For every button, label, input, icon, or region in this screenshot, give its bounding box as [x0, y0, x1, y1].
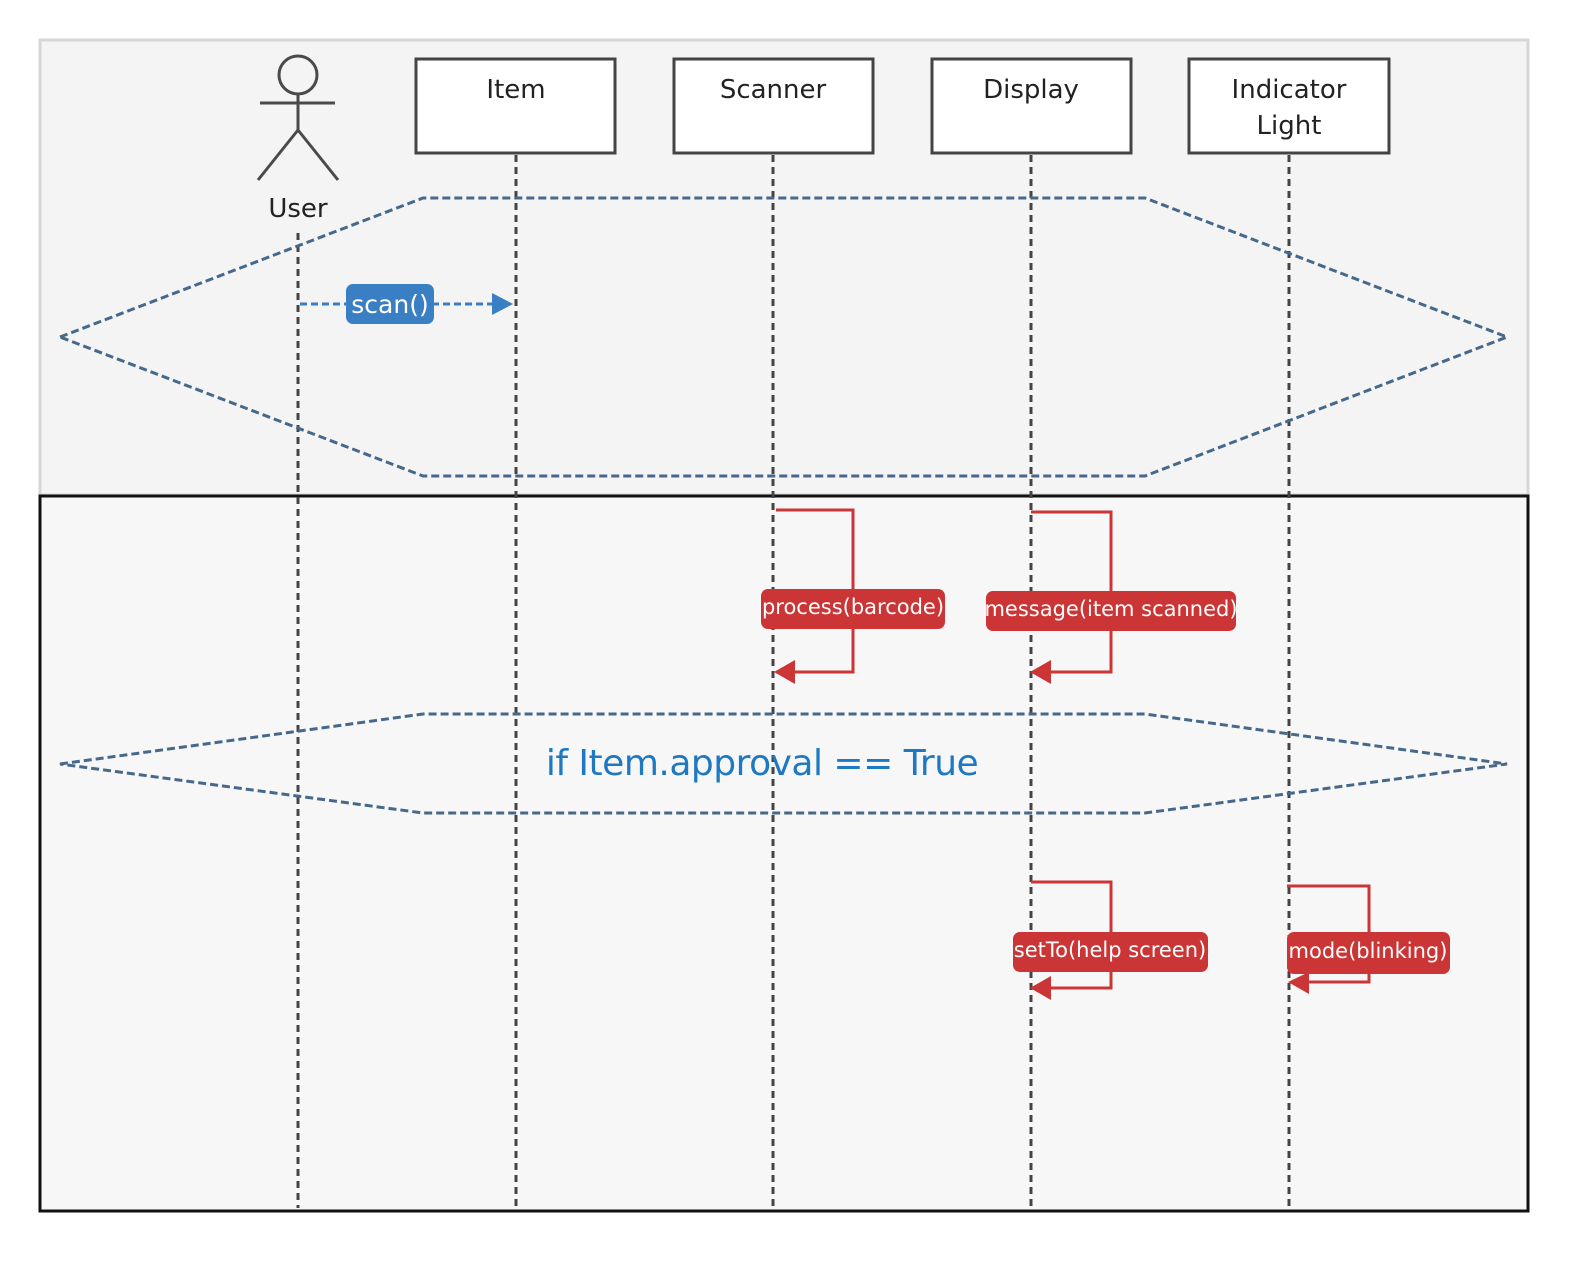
message-label-box [986, 591, 1236, 631]
mode-label-box [1287, 932, 1450, 974]
indicator-label-line2: Light [1257, 111, 1322, 141]
process-label: process(barcode) [762, 595, 944, 619]
participant-scanner: Scanner [672, 57, 875, 155]
self-message-set-to: setTo(help screen) [1013, 880, 1208, 1000]
participant-item: Item [414, 57, 617, 155]
set-to-arrowhead [1030, 976, 1051, 1000]
participant-display: Display [930, 57, 1133, 155]
scan-message: scan() [300, 284, 513, 324]
self-message-process: process(barcode) [761, 508, 945, 684]
set-to-label: setTo(help screen) [1014, 938, 1206, 962]
scan-message-label: scan() [351, 290, 428, 319]
condition-hexagon-frame [59, 712, 1508, 815]
scan-message-label-box [346, 284, 434, 324]
process-label-box [761, 589, 945, 629]
lifelines [296, 155, 1291, 1208]
condition-label: if Item.approval == True [546, 743, 978, 784]
set-to-label-box [1013, 932, 1208, 972]
item-label: Item [486, 75, 545, 105]
scan-arrowhead [492, 293, 513, 315]
self-message-mode: mode(blinking) [1287, 884, 1450, 994]
indicator-label-line1: Indicator [1232, 75, 1347, 105]
message-arrowhead [1030, 660, 1051, 684]
message-label: message(item scanned) [984, 597, 1237, 621]
mode-label: mode(blinking) [1289, 939, 1448, 963]
scanner-label: Scanner [720, 75, 827, 105]
top-hexagon-frame [55, 196, 1512, 478]
user-label: User [268, 194, 328, 224]
self-message-message: message(item scanned) [984, 510, 1238, 684]
user-actor-icon [256, 54, 340, 181]
mode-arrowhead [1288, 972, 1309, 994]
process-arrowhead [774, 660, 795, 684]
display-label: Display [983, 75, 1079, 105]
participant-indicator-light: Indicator Light [1187, 57, 1391, 155]
